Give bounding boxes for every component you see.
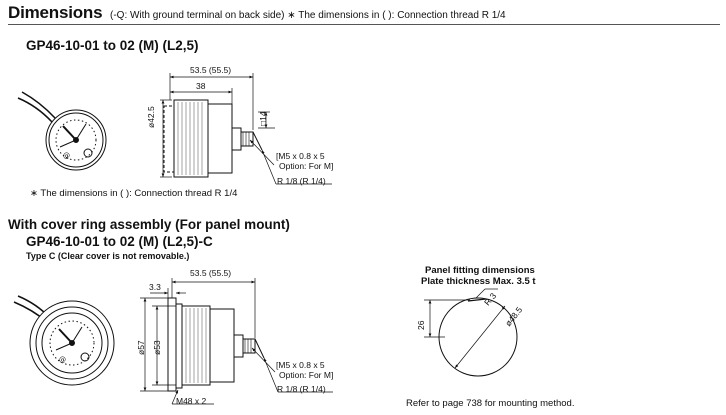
svg-text:@: @ — [63, 152, 70, 160]
section2-model: GP46-10-01 to 02 (M) (L2,5)-C — [26, 234, 213, 249]
section1-note: ∗ The dimensions in ( ): Connection thre… — [30, 188, 238, 199]
panel-dim-height: 26 — [416, 320, 426, 330]
svg-text:@: @ — [59, 356, 66, 364]
dim-m5-option-2: Option: For M] — [279, 370, 334, 380]
page-subtitle: (-Q: With ground terminal on back side) … — [110, 10, 506, 21]
gauge-front-view-1: @ — [17, 91, 107, 171]
dim-outer-diameter-2: ø57 — [136, 340, 146, 355]
section2-title: With cover ring assembly (For panel moun… — [8, 217, 290, 232]
dim-m5-thread-1: [M5 x 0.8 x 5 — [276, 151, 325, 161]
panel-title-line2: Plate thickness Max. 3.5 t — [421, 276, 536, 287]
gauge-side-view-2 — [167, 297, 265, 392]
dim-body-length-1: 38 — [196, 81, 206, 91]
panel-title-line1: Panel fitting dimensions — [425, 265, 535, 276]
header-rule — [8, 24, 720, 25]
dim-m5-thread-2: [M5 x 0.8 x 5 — [276, 360, 325, 370]
dim-mount-thread-2: M48 x 2 — [176, 396, 207, 406]
section1-dimension-lines — [160, 73, 332, 185]
gauge-front-view-2: @ — [13, 295, 115, 386]
dim-inner-diameter-2: ø53 — [152, 340, 162, 355]
dim-diameter-1: ø42.5 — [146, 106, 156, 128]
panel-reference: Refer to page 738 for mounting method. — [406, 398, 575, 409]
panel-cutout-drawing — [424, 288, 518, 377]
dim-square-1: □14 — [258, 111, 268, 126]
dim-overall-length-2: 53.5 (55.5) — [190, 268, 232, 278]
dim-connection-2: R 1/8 (R 1/4) — [277, 384, 326, 394]
section2-type-note: Type C (Clear cover is not removable.) — [26, 251, 190, 261]
dim-connection-1: R 1/8 (R 1/4) — [277, 176, 326, 186]
dim-overall-length-1: 53.5 (55.5) — [190, 65, 232, 75]
gauge-side-view-1 — [163, 99, 263, 178]
section1-model: GP46-10-01 to 02 (M) (L2,5) — [26, 38, 199, 53]
section2-dimension-lines — [140, 278, 333, 405]
page-title: Dimensions — [8, 3, 103, 22]
dim-m5-option-1: Option: For M] — [279, 161, 334, 171]
dim-offset-2: 3.3 — [149, 282, 161, 292]
